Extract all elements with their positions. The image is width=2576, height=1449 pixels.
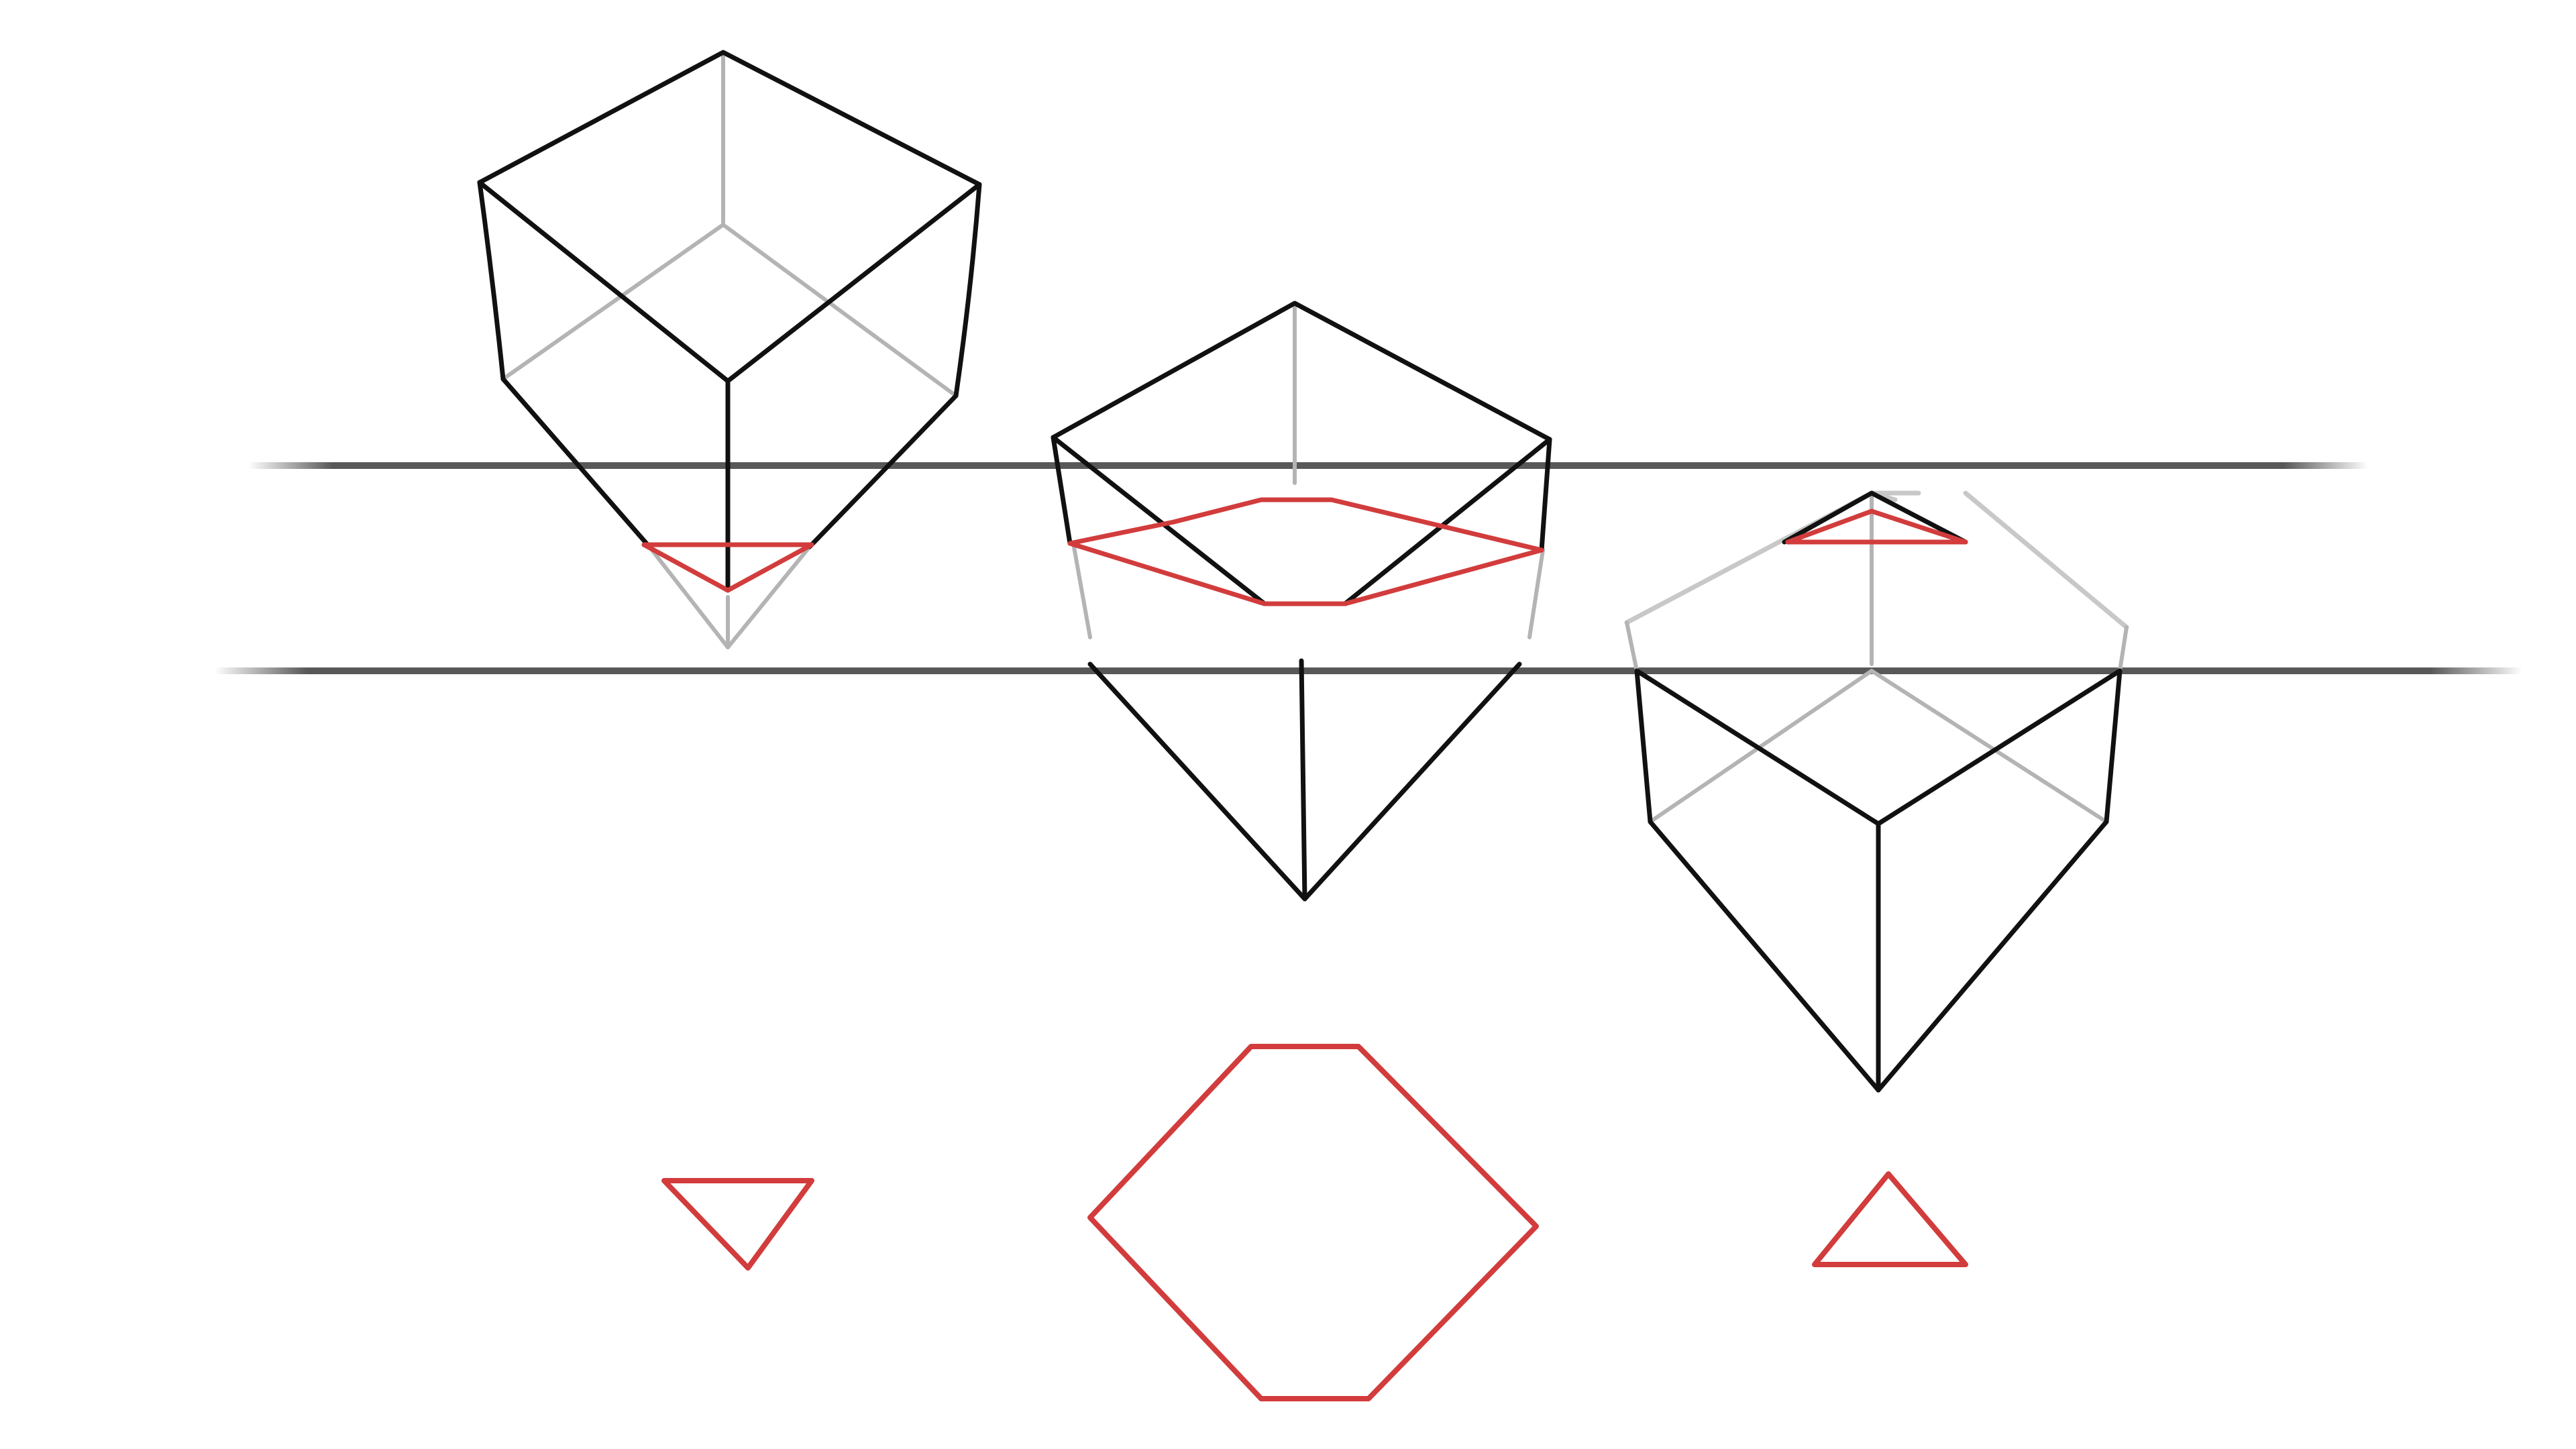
cube-right-hidden-edges: [1625, 491, 2129, 824]
cube-middle: [1051, 301, 1552, 902]
cube-left-hidden-edges: [501, 50, 958, 649]
cube-right-cross-section: [1785, 508, 1968, 545]
cutting-plane-lower: [215, 667, 2522, 674]
cube-middle-visible-edges: [1051, 301, 1552, 902]
cube-left-cross-section: [641, 542, 814, 593]
cube-left-visible-edges: [477, 50, 982, 593]
section-shape-triangle: [1812, 1171, 1968, 1267]
section-shape-hexagon: [1087, 1044, 1539, 1401]
cube-left: [477, 50, 982, 649]
cutting-plane-upper: [248, 462, 2368, 469]
cube-right: [1624, 490, 2129, 1093]
cube-middle-hidden-edges: [1071, 303, 1545, 639]
cube-right-visible-edges: [1634, 490, 2123, 1093]
cube-middle-cross-section: [1067, 497, 1544, 606]
section-shape-triangle-inverted: [661, 1178, 814, 1271]
